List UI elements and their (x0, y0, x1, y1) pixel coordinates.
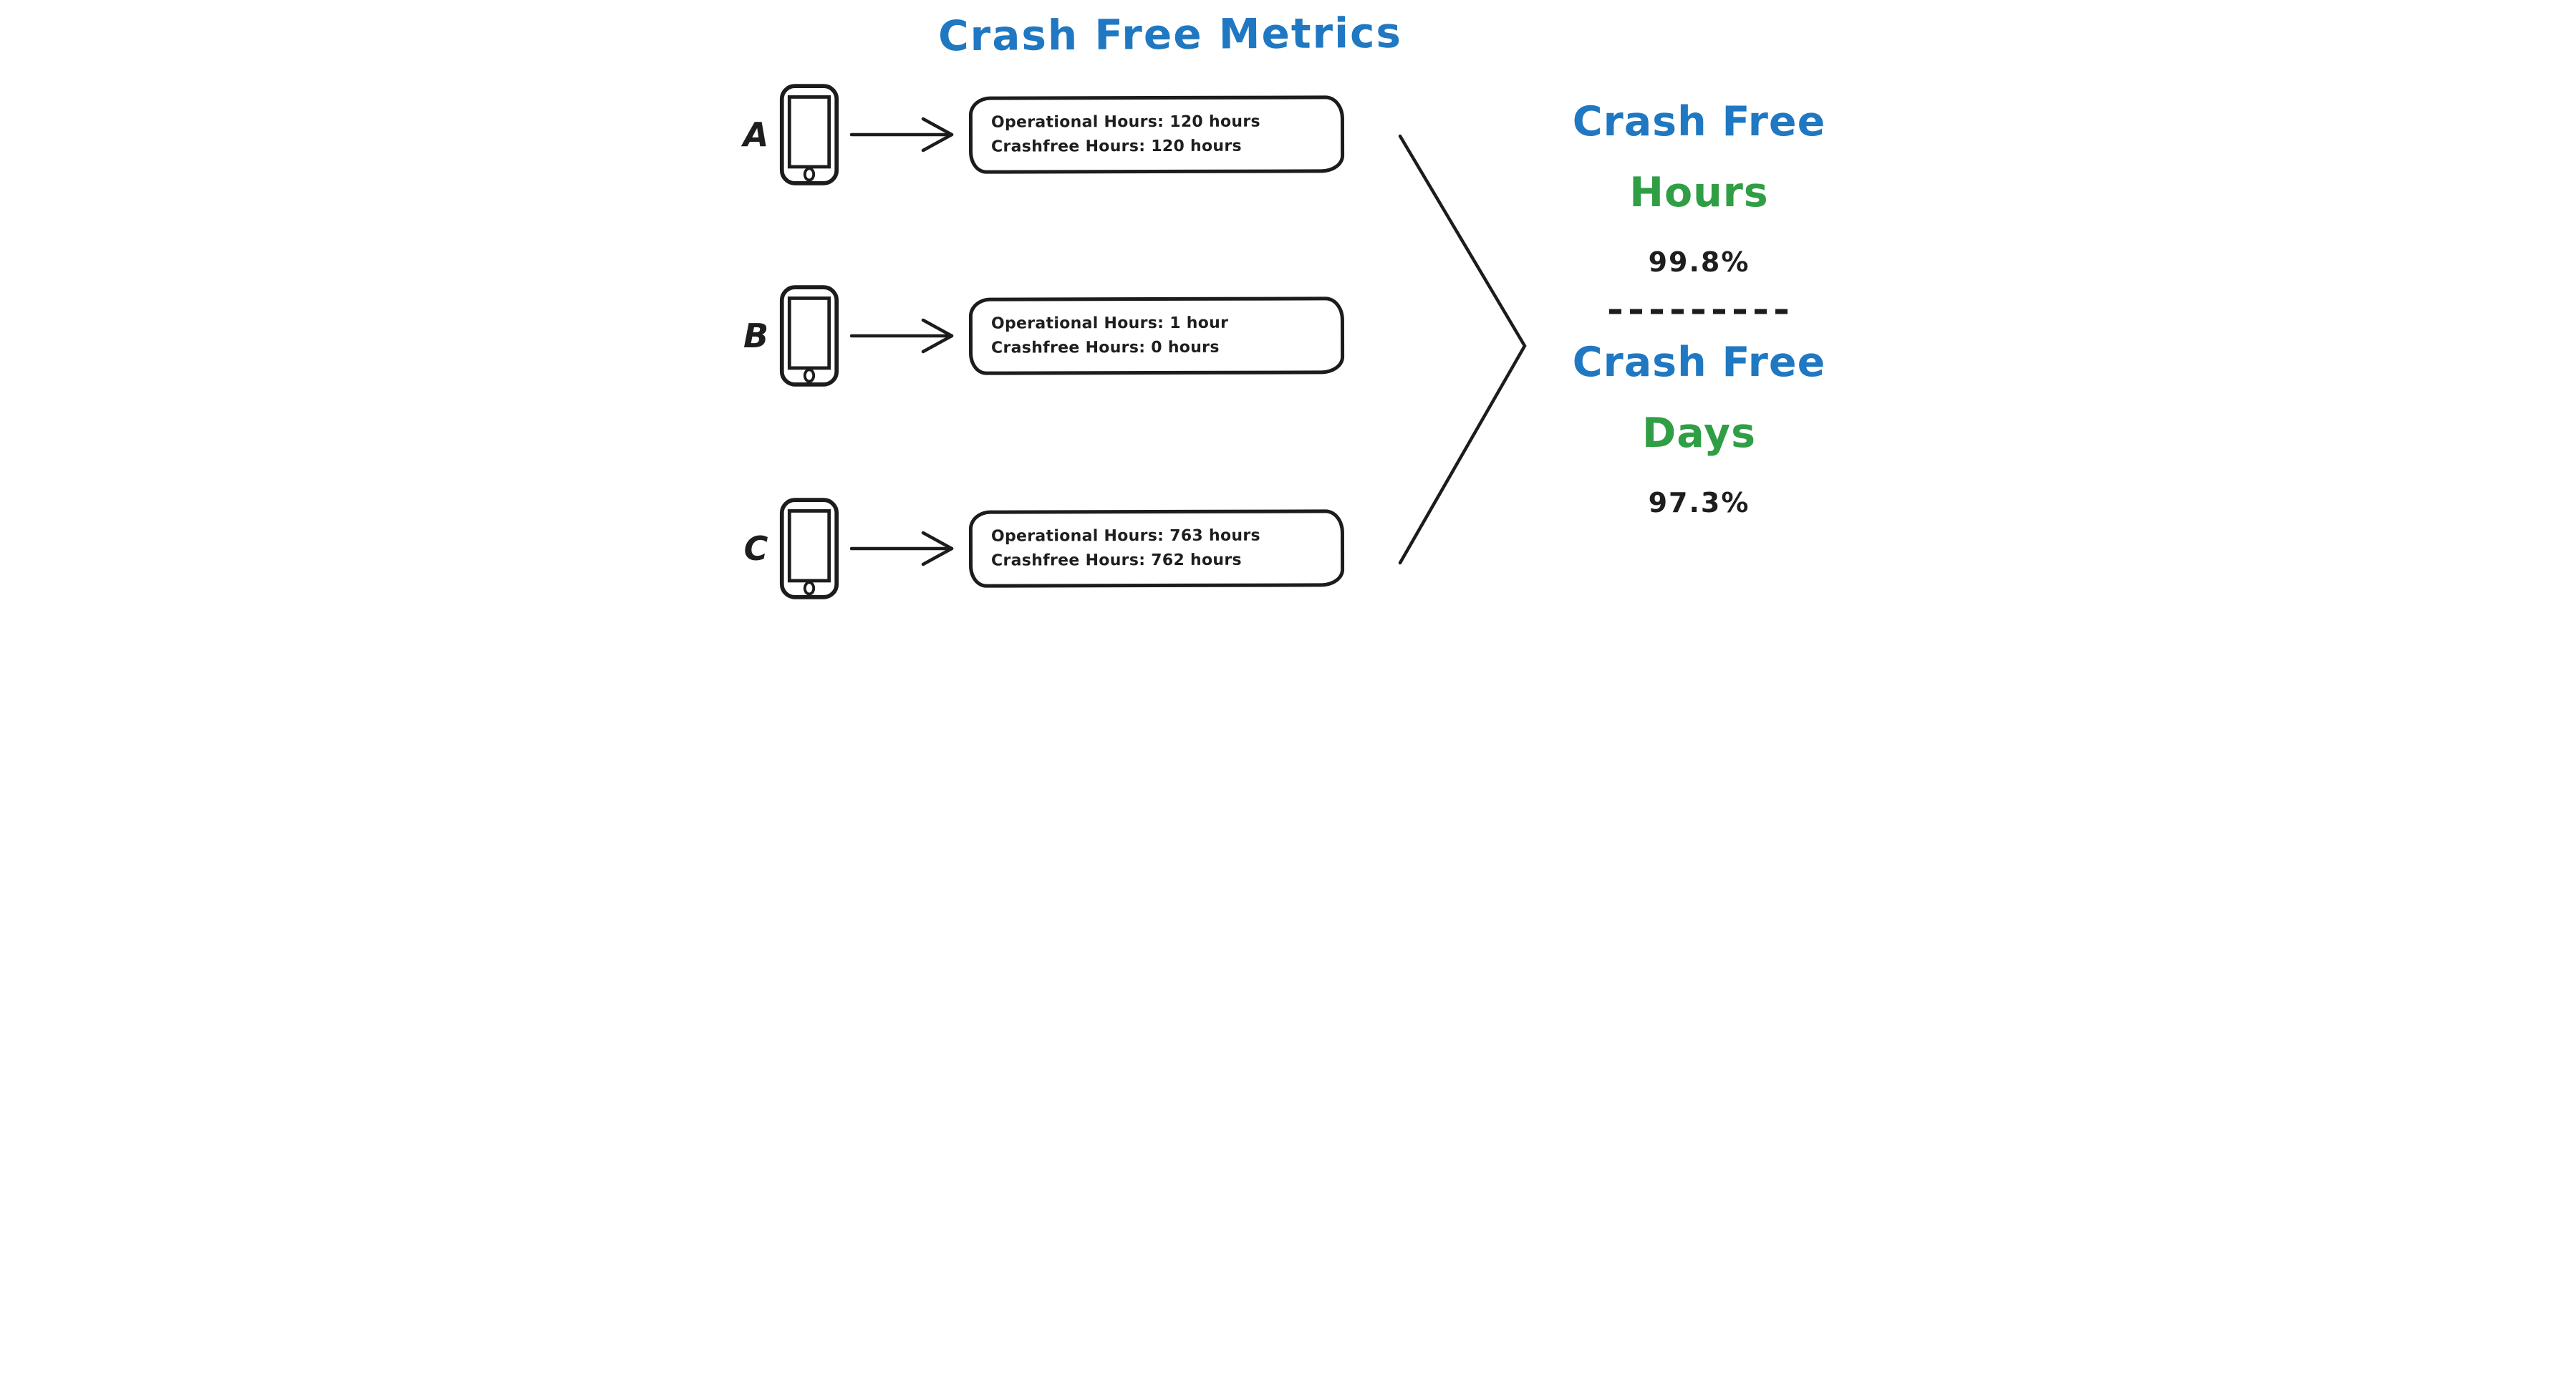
crashfree-hours-c: Crashfree Hours: 762 hours (990, 551, 1242, 570)
operational-hours-a: Operational Hours: 120 hours (990, 112, 1260, 132)
device-row-b: B Operational Hours: 1 hour Crashfree Ho… (740, 281, 1344, 390)
crash-free-hours-label-line1: Crash Free (1572, 98, 1826, 145)
phone-icon-a (779, 84, 839, 185)
crashfree-hours-a: Crashfree Hours: 120 hours (990, 137, 1242, 156)
crash-free-days-value: 97.3% (1648, 487, 1750, 518)
crash-free-days-label-line2: Days (1641, 410, 1757, 457)
crash-free-hours-value: 99.8% (1648, 246, 1750, 278)
crash-free-metrics-diagram: Crash Free Metrics A Operational Hours: … (726, 0, 1850, 602)
dashed-divider-line (1608, 309, 1790, 314)
metrics-box-b: Operational Hours: 1 hour Crashfree Hour… (968, 296, 1344, 375)
crashfree-hours-b: Crashfree Hours: 0 hours (990, 338, 1220, 357)
device-label-b: B (743, 317, 769, 355)
operational-hours-c: Operational Hours: 763 hours (990, 526, 1260, 546)
device-label-c: C (743, 529, 768, 568)
results-panel: Crash Free Hours 99.8% Crash Free Days 9… (1549, 98, 1850, 519)
crash-free-days-label-line1: Crash Free (1572, 339, 1826, 386)
phone-icon-b (779, 285, 839, 387)
device-row-c: C Operational Hours: 763 hours Crashfree… (740, 494, 1344, 602)
right-arrow-icon-b (849, 318, 953, 354)
right-arrow-icon-a (849, 117, 953, 153)
converge-chevron-icon (1398, 134, 1527, 565)
right-arrow-icon-c (849, 531, 953, 566)
device-row-a: A Operational Hours: 120 hours Crashfree… (740, 80, 1344, 189)
diagram-title: Crash Free Metrics (937, 8, 1402, 61)
phone-icon-c (779, 498, 839, 599)
metrics-box-a: Operational Hours: 120 hours Crashfree H… (968, 95, 1344, 174)
metrics-box-c: Operational Hours: 763 hours Crashfree H… (968, 509, 1344, 588)
operational-hours-b: Operational Hours: 1 hour (990, 314, 1228, 333)
device-label-a: A (743, 115, 769, 154)
crash-free-hours-label-line2: Hours (1629, 169, 1769, 216)
